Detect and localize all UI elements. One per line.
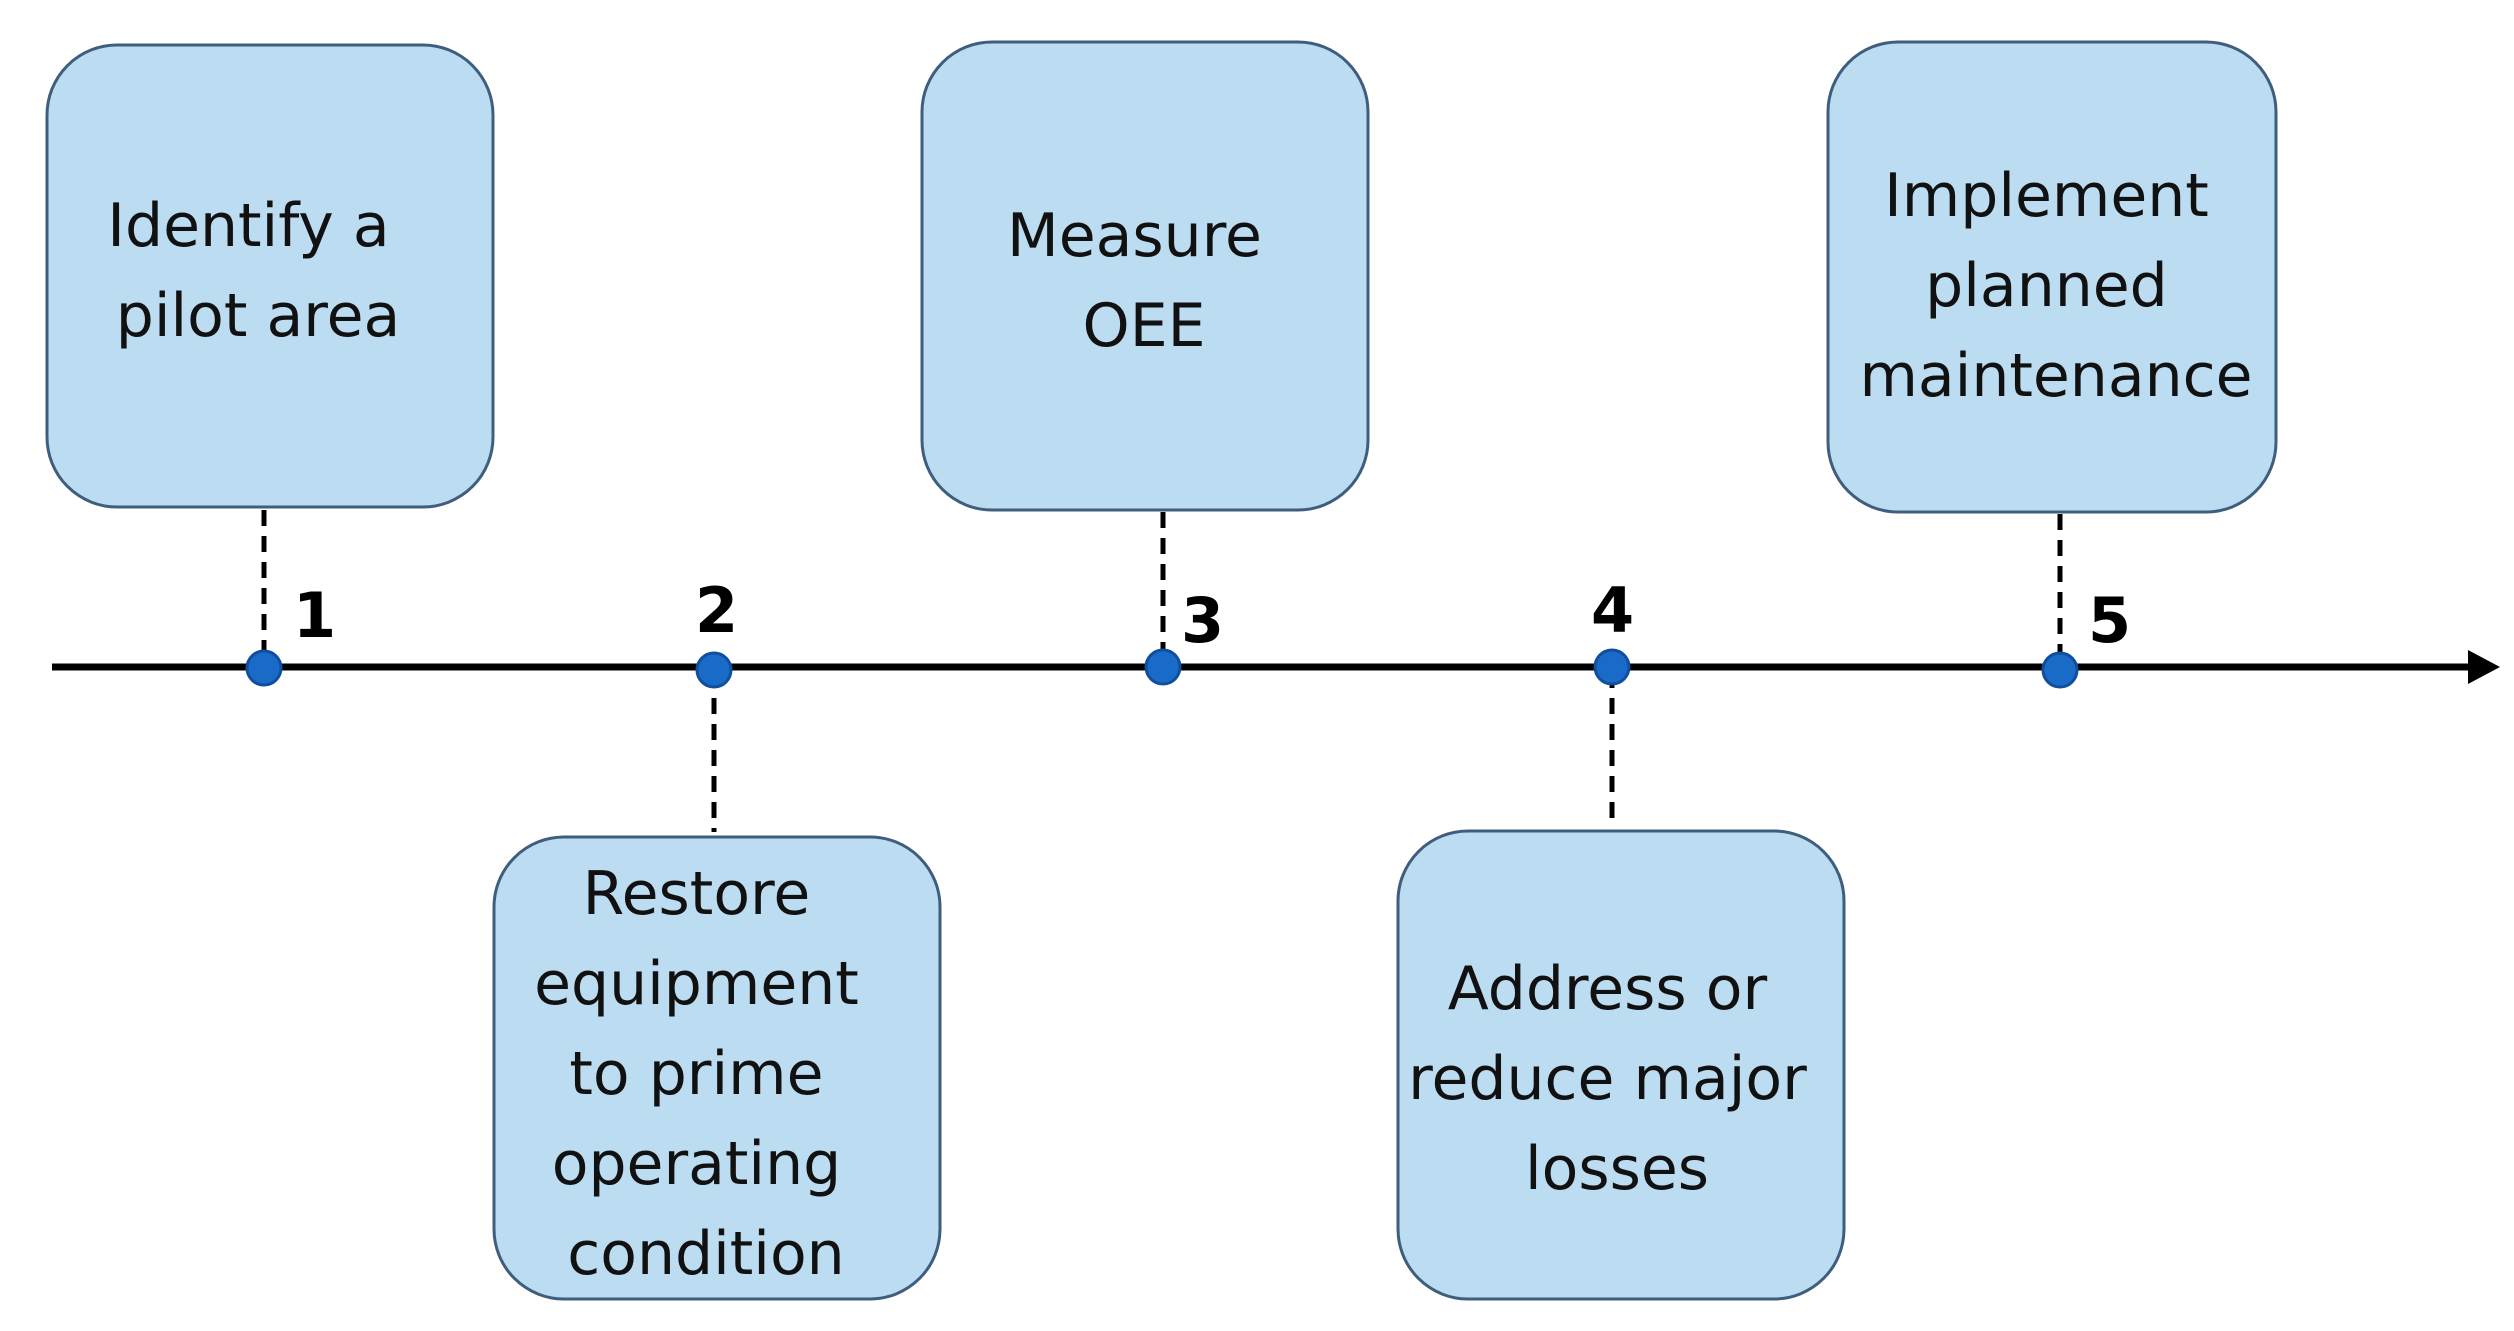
step-4-line-2: reduce major [1408, 1044, 1807, 1114]
step-box-1: Identify a pilot area [45, 43, 495, 509]
step-box-5: Implement planned maintenance [1826, 40, 2278, 514]
step-box-1-shape [45, 43, 495, 509]
step-5-number: 5 [2088, 584, 2131, 657]
step-box-5-shape [1826, 40, 2278, 514]
step-2-line-4: operating [552, 1129, 841, 1199]
step-2-line-1: Restore [583, 859, 811, 929]
step-3-line-2: OEE [1082, 291, 1205, 361]
step-2-number: 2 [695, 574, 738, 647]
step-box-4-shape [1396, 829, 1846, 1301]
step-1-dot [245, 649, 283, 687]
step-5-line-1: Implement [1884, 161, 2209, 231]
svg-text:Restore equipment: Restore equipment to prime operating con… [534, 859, 878, 1289]
step-2-line-5: condition [567, 1219, 844, 1289]
connector-group [261, 510, 2063, 832]
step-5-line-2: planned [1925, 251, 2168, 321]
step-box-2: Restore equipment to prime operating con… [492, 835, 942, 1301]
step-1-number: 1 [293, 579, 336, 652]
step-4-number: 4 [1591, 574, 1634, 647]
step-1-line-2: pilot area [116, 281, 401, 351]
step-4-line-3: losses [1525, 1134, 1709, 1204]
step-box-3-shape [920, 40, 1370, 512]
svg-text:Implement planned: Implement planned maintenance [1859, 161, 2252, 411]
step-3-number: 3 [1181, 584, 1224, 657]
step-1-line-1: Identify a [107, 191, 389, 261]
axis-arrowhead [2468, 650, 2500, 684]
step-4-line-1: Address or [1448, 954, 1768, 1024]
step-3-line-1: Measure [1007, 201, 1262, 271]
step-2-line-2: equipment [534, 949, 859, 1019]
step-2-dot [695, 651, 733, 689]
svg-text:Identify a pilot area: Identify a pilot area [107, 191, 408, 351]
step-box-4: Address or reduce major losses [1396, 829, 1846, 1301]
step-2-line-3: to prime [569, 1039, 823, 1109]
svg-text:Measure OEE: Measure OEE [1007, 201, 1281, 361]
step-box-2-shape [492, 835, 942, 1301]
svg-text:Address or reduce major: Address or reduce major losses [1408, 954, 1826, 1204]
step-5-line-3: maintenance [1859, 341, 2252, 411]
step-4-dot [1593, 648, 1631, 686]
step-5-dot [2041, 651, 2079, 689]
step-box-3: Measure OEE [920, 40, 1370, 512]
step-3-dot [1144, 648, 1182, 686]
